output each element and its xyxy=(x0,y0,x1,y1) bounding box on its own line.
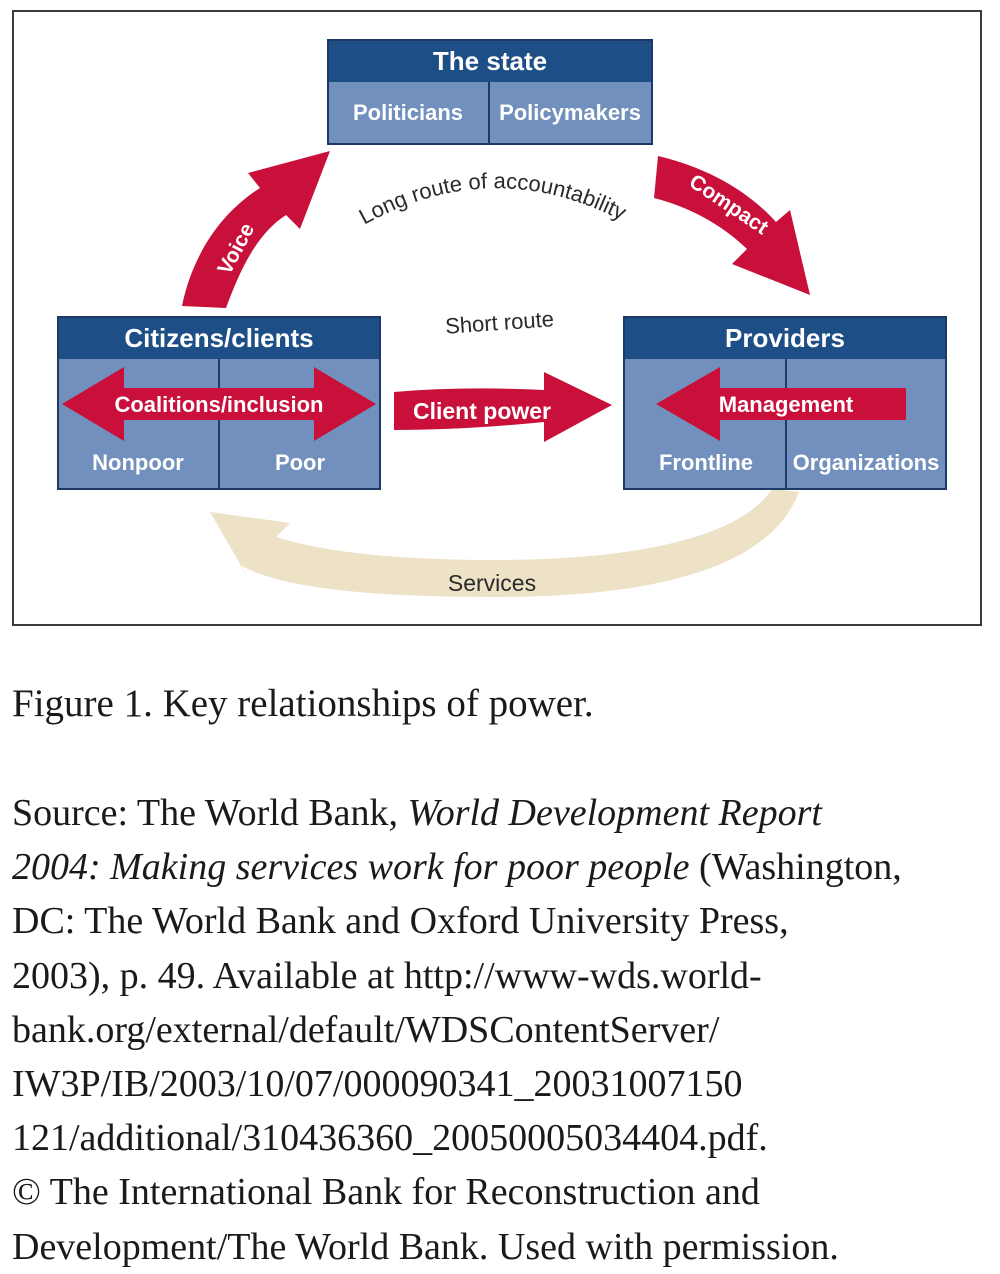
citizens-poor: Poor xyxy=(275,450,326,475)
source-line-9: Development/The World Bank. Used with pe… xyxy=(12,1225,839,1268)
source-line-2: 2004: Making services work for poor peop… xyxy=(12,840,987,894)
publisher-place: (Washington, xyxy=(689,846,902,889)
voice-arrow xyxy=(182,151,330,308)
providers-title: Providers xyxy=(725,323,845,353)
short-route-label: Short route xyxy=(444,306,554,339)
state-politicians: Politicians xyxy=(353,100,463,125)
source-line-6: IW3P/IB/2003/10/07/000090341_20031007150 xyxy=(12,1063,743,1106)
long-route-label: Long route of accountability xyxy=(355,168,631,229)
providers-organizations: Organizations xyxy=(793,450,940,475)
compact-arrow xyxy=(654,156,810,295)
client-power-label: Client power xyxy=(413,398,551,424)
state-header xyxy=(328,40,652,82)
management-arrow xyxy=(656,367,906,441)
citizens-nonpoor: Nonpoor xyxy=(92,450,184,475)
coalitions-arrow xyxy=(62,367,376,441)
providers-header xyxy=(624,317,946,359)
state-box: The state Politicians Policymakers xyxy=(327,39,653,145)
state-policymakers: Policymakers xyxy=(499,100,641,125)
citizens-box: Citizens/clients Coalitions/inclusion No… xyxy=(57,316,381,490)
client-power-arrow xyxy=(394,372,612,442)
source-line-7: 121/additional/310436360_20050005034404.… xyxy=(12,1117,768,1160)
citizens-title: Citizens/clients xyxy=(124,323,313,353)
diagram-frame: Services Voice Compact Client power Long… xyxy=(12,10,982,626)
providers-frontline: Frontline xyxy=(659,450,753,475)
source-prefix: Source: The World Bank, xyxy=(12,792,408,834)
report-title-part-1: World Development Report xyxy=(407,792,822,834)
services-arrow xyxy=(210,489,799,597)
services-label: Services xyxy=(448,570,536,596)
source-line-5: bank.org/external/default/WDSContentServ… xyxy=(12,1008,720,1051)
source-line-4: 2003), p. 49. Available at http://www-wd… xyxy=(12,954,762,997)
providers-box: Providers Management Frontline Organizat… xyxy=(623,316,947,490)
management-label: Management xyxy=(719,392,854,417)
citizens-header xyxy=(58,317,380,359)
figure-caption: Figure 1. Key relationships of power. xyxy=(12,682,594,725)
coalitions-label: Coalitions/inclusion xyxy=(114,392,323,417)
accountability-diagram: Services Voice Compact Client power Long… xyxy=(57,39,947,597)
state-title: The state xyxy=(433,46,547,76)
source-line-3: DC: The World Bank and Oxford University… xyxy=(12,900,789,943)
source-line-8: © The International Bank for Reconstruct… xyxy=(12,1171,760,1214)
source-line-1: Source: The World Bank, World Developmen… xyxy=(12,786,987,840)
report-title-part-2: 2004: Making services work for poor peop… xyxy=(12,846,690,889)
source-note: Source: The World Bank, World Developmen… xyxy=(12,786,987,1274)
